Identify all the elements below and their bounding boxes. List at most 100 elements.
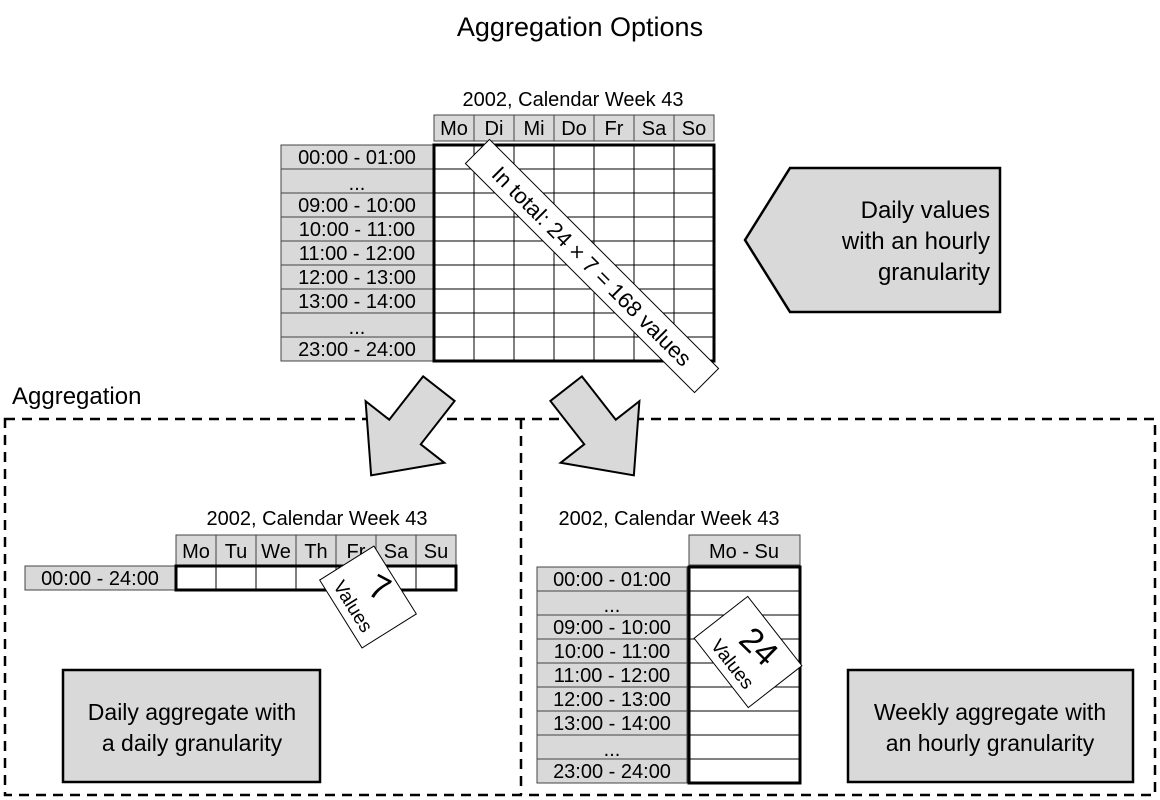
- day-header-label: Th: [304, 541, 327, 563]
- source-callout: Daily values with an hourly granularity: [743, 166, 1002, 314]
- value-cell: [553, 336, 595, 362]
- value-cell: [433, 336, 475, 362]
- grid-border: [687, 565, 802, 785]
- value-cell: [553, 288, 595, 314]
- day-header: [513, 114, 555, 142]
- day-header: [255, 534, 297, 566]
- hour-label-text: 23:00 - 24:00: [553, 761, 671, 783]
- value-cell: [633, 216, 675, 242]
- value-cell: [688, 566, 801, 592]
- day-header: [415, 534, 457, 566]
- weekly-count-badge: 24 Values: [693, 595, 803, 709]
- hour-label: [280, 240, 434, 266]
- hour-label-text: 12:00 - 13:00: [298, 267, 416, 289]
- grid-border: [432, 143, 716, 363]
- weekly-description-line: Weekly aggregate with: [874, 699, 1106, 725]
- value-cell: [433, 240, 475, 266]
- value-cell: [553, 168, 595, 194]
- day-header-label: Sa: [642, 118, 667, 140]
- day-header-label: Mo: [182, 541, 210, 563]
- hour-label-text: ...: [349, 173, 366, 195]
- hour-label-text: ...: [349, 317, 366, 339]
- hour-label-text: 13:00 - 14:00: [298, 291, 416, 313]
- value-cell: [673, 216, 715, 242]
- day-header-label: Mi: [523, 118, 544, 140]
- value-cell: [553, 144, 595, 170]
- day-header-label: Su: [424, 541, 448, 563]
- day-header-label: Sa: [384, 541, 409, 563]
- value-cell: [513, 312, 555, 338]
- value-cell: [433, 288, 475, 314]
- day-header-label: Fr: [605, 118, 624, 140]
- value-cell: [593, 336, 635, 362]
- value-cell: [633, 240, 675, 266]
- hour-label-text: 10:00 - 11:00: [299, 219, 415, 241]
- callout-line: granularity: [878, 259, 990, 286]
- day-header: [593, 114, 635, 142]
- day-header-label: Do: [561, 118, 587, 140]
- value-cell: [633, 264, 675, 290]
- day-header: [633, 114, 675, 142]
- value-cell: [215, 565, 257, 591]
- hour-label: [536, 662, 688, 688]
- callout-line: with an hourly: [841, 228, 990, 255]
- hour-label: [280, 216, 434, 242]
- hour-label-text: 12:00 - 13:00: [553, 689, 671, 711]
- day-header: [215, 534, 257, 566]
- hour-label: [536, 710, 688, 736]
- hour-label-text: 10:00 - 11:00: [554, 641, 670, 663]
- day-header-label: Tu: [225, 541, 248, 563]
- value-cell: [593, 168, 635, 194]
- week-header-label: Mo - Su: [709, 541, 779, 563]
- day-header-label: Di: [485, 118, 504, 140]
- value-cell: [513, 336, 555, 362]
- week-header: [688, 534, 801, 566]
- aggregation-region: [3, 417, 1157, 797]
- hour-label-text: 11:00 - 12:00: [299, 243, 415, 265]
- value-cell: [175, 565, 217, 591]
- value-cell: [633, 192, 675, 218]
- value-cell: [673, 264, 715, 290]
- value-cell: [673, 144, 715, 170]
- day-range-label: [24, 565, 176, 591]
- diagram-title: Aggregation Options: [457, 12, 703, 42]
- value-cell: [473, 264, 515, 290]
- daily-description-box: Daily aggregate with a daily granularity: [61, 668, 322, 784]
- arrow-down-right-icon: [548, 374, 641, 477]
- value-cell: [593, 192, 635, 218]
- hour-label-text: 00:00 - 01:00: [553, 569, 671, 591]
- value-cell: [513, 144, 555, 170]
- hour-label: [280, 192, 434, 218]
- weekly-description-box: Weekly aggregate with an hourly granular…: [846, 668, 1135, 784]
- hour-label: [536, 566, 688, 592]
- daily-caption: 2002, Calendar Week 43: [207, 508, 428, 530]
- hour-label: [536, 734, 688, 760]
- value-cell: [473, 312, 515, 338]
- value-cell: [513, 264, 555, 290]
- hour-label: [280, 264, 434, 290]
- weekly-description-line: an hourly granularity: [886, 730, 1095, 756]
- value-cell: [593, 144, 635, 170]
- source-table-caption: 2002, Calendar Week 43: [463, 89, 684, 111]
- value-cell: [415, 565, 457, 591]
- day-header: [673, 114, 715, 142]
- weekly-caption: 2002, Calendar Week 43: [559, 508, 780, 530]
- daily-count-badge: 7 Values: [318, 545, 418, 649]
- hour-label: [280, 312, 434, 338]
- value-cell: [688, 734, 801, 760]
- callout-line: Daily values: [861, 197, 990, 224]
- value-cell: [433, 192, 475, 218]
- value-cell: [433, 168, 475, 194]
- value-cell: [593, 216, 635, 242]
- hour-label-text: 23:00 - 24:00: [298, 339, 416, 361]
- hour-label-text: ...: [604, 595, 621, 617]
- daily-description-line: Daily aggregate with: [88, 699, 296, 725]
- hour-label-text: 00:00 - 01:00: [298, 147, 416, 169]
- value-cell: [513, 288, 555, 314]
- value-cell: [473, 240, 515, 266]
- hour-label-text: 09:00 - 10:00: [553, 617, 671, 639]
- day-header-label: Mo: [440, 118, 468, 140]
- value-cell: [473, 216, 515, 242]
